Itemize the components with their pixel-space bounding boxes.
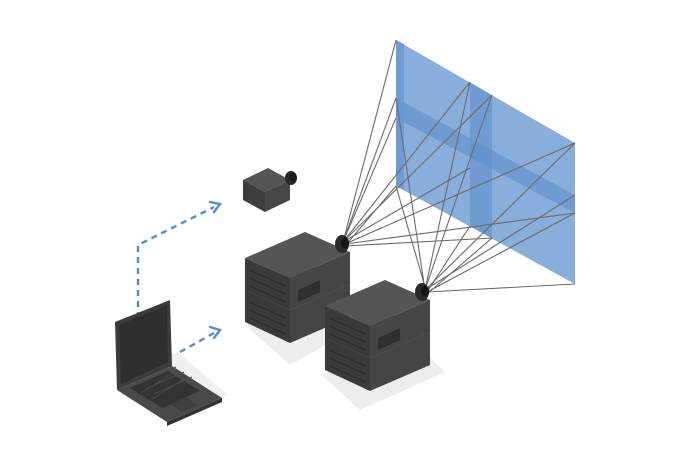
laptop-icon bbox=[115, 300, 222, 426]
screen-overlap-vertical bbox=[470, 82, 492, 238]
projector-2-beams bbox=[395, 81, 576, 295]
arrowhead-projector bbox=[208, 325, 222, 340]
laptop-trackpad bbox=[170, 397, 198, 412]
p1-lens-inner bbox=[341, 237, 349, 249]
camera-lens-rim bbox=[289, 172, 297, 182]
camera-top bbox=[243, 168, 290, 192]
camera-left-face bbox=[243, 180, 265, 212]
p1-lower-left bbox=[245, 290, 290, 343]
laptop-keys bbox=[137, 366, 193, 400]
dashed-connectors bbox=[136, 205, 215, 354]
p1-upper-left bbox=[245, 258, 290, 310]
laptop-base-edge bbox=[167, 398, 222, 426]
projector-1-beams bbox=[342, 39, 576, 247]
laptop-screen-face bbox=[119, 305, 168, 384]
screen-edge-shade bbox=[396, 40, 404, 190]
p2-lower-vents bbox=[329, 349, 366, 383]
arrowhead-camera bbox=[208, 200, 223, 214]
camera-icon bbox=[243, 168, 297, 212]
p2-upper-top bbox=[325, 280, 430, 326]
p2-upper-left bbox=[325, 306, 370, 358]
p1-panel bbox=[298, 280, 320, 302]
connector-laptop-to-projector bbox=[179, 331, 215, 354]
p1-lower-vents bbox=[249, 301, 286, 335]
projector-2-icon bbox=[325, 280, 430, 391]
p2-lower-right bbox=[370, 332, 430, 391]
p2-upper-vents bbox=[329, 317, 366, 351]
p1-upper-vents bbox=[249, 269, 286, 303]
camera-right-face bbox=[265, 180, 290, 212]
p1-lower-right bbox=[290, 284, 350, 343]
connector-laptop-to-camera bbox=[136, 205, 215, 318]
p2-lens-inner bbox=[421, 285, 429, 297]
projector-1-icon bbox=[245, 232, 350, 343]
projection-screen bbox=[396, 40, 575, 284]
connector-arrowheads bbox=[208, 200, 223, 340]
p1-upper-top bbox=[245, 232, 350, 278]
p2-lower-left bbox=[325, 338, 370, 391]
p2-panel bbox=[378, 328, 400, 350]
